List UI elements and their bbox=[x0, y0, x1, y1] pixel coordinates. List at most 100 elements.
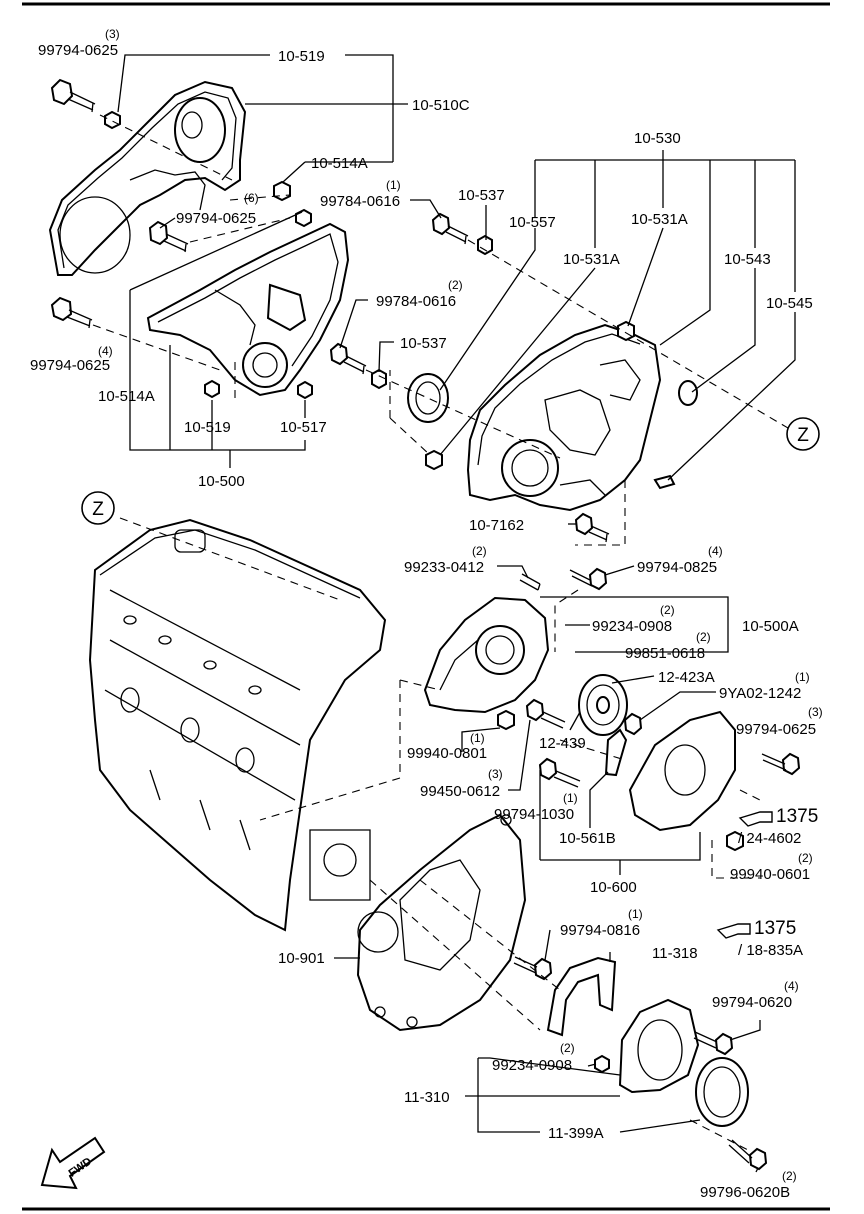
label-99784-0616-a: 99784-0616 bbox=[320, 193, 400, 210]
part-labels: (3) 99794-0625 10-519 10-510C 10-514A (6… bbox=[30, 27, 823, 1201]
label-99794-0620: 99794-0620 bbox=[712, 994, 792, 1011]
bolt-99796-0620B-drawing bbox=[728, 1139, 768, 1171]
bolts-99450-0612-drawing bbox=[525, 698, 566, 729]
label-99796-0620B: 99796-0620B bbox=[700, 1184, 790, 1201]
qty-99794-0620: (4) bbox=[784, 979, 799, 993]
qty-99794-0825: (4) bbox=[708, 544, 723, 558]
bolt-99784-0616-b-drawing bbox=[329, 342, 367, 375]
callout-circle-z-icon: Z bbox=[81, 491, 115, 525]
leader-lines bbox=[117, 54, 796, 1173]
label-11-318: 11-318 bbox=[652, 945, 698, 962]
engine-block-drawing bbox=[88, 518, 387, 932]
label-99794-1030: 99794-1030 bbox=[494, 806, 574, 823]
bolt-99794-0625-top-drawing bbox=[50, 78, 96, 113]
label-10-7162: 10-7162 bbox=[469, 517, 524, 534]
qty-99794-0625-lower: (4) bbox=[98, 344, 113, 358]
label-12-423A: 12-423A bbox=[658, 669, 715, 686]
bolt-99794-0625-right-drawing bbox=[761, 752, 801, 776]
qty-99851-0618: (2) bbox=[696, 630, 711, 644]
label-11-310: 11-310 bbox=[404, 1089, 450, 1106]
collar-10-519-top-drawing bbox=[104, 110, 121, 130]
label-10-543: 10-543 bbox=[724, 251, 771, 268]
label-99450-0612: 99450-0612 bbox=[420, 783, 500, 800]
bolt-10-7162-drawing bbox=[574, 512, 610, 543]
retainer-11-310-drawing bbox=[618, 998, 700, 1094]
label-10-514A-mid: 10-514A bbox=[98, 388, 155, 405]
qty-99450-0612: (3) bbox=[488, 767, 503, 781]
label-10-537-b: 10-537 bbox=[400, 335, 447, 352]
plug-10-537-b-drawing bbox=[371, 368, 387, 390]
pin-99234-0908-b-drawing bbox=[594, 1054, 610, 1074]
label-99234-0908-a: 99234-0908 bbox=[592, 618, 672, 635]
label-99233-0412: 99233-0412 bbox=[404, 559, 484, 576]
label-99794-0625-lower: 99794-0625 bbox=[30, 357, 110, 374]
label-9YA02-1242: 9YA02-1242 bbox=[719, 685, 801, 702]
qty-99784-0616-b: (2) bbox=[448, 278, 463, 292]
label-10-557: 10-557 bbox=[509, 214, 556, 231]
seal-10-557-drawing bbox=[407, 373, 449, 423]
pointing-hand-icon bbox=[738, 811, 773, 827]
ref-24-4602: / 24-4602 bbox=[738, 830, 801, 847]
oil-seal-11-318-drawing bbox=[546, 956, 617, 1037]
label-99234-0908-b: 99234-0908 bbox=[492, 1057, 572, 1074]
bolt-99794-0825-drawing bbox=[569, 567, 608, 591]
label-99851-0618: 99851-0618 bbox=[625, 645, 705, 662]
label-10-600: 10-600 bbox=[590, 879, 637, 896]
plug-10-531A-drawing bbox=[425, 320, 635, 471]
bolt-99794-0625-lower-drawing bbox=[50, 296, 93, 329]
label-99784-0616-b: 99784-0616 bbox=[376, 293, 456, 310]
label-11-399A: 11-399A bbox=[548, 1125, 604, 1142]
fwd-arrow-icon: FWD bbox=[40, 1136, 106, 1190]
qty-99233-0412: (2) bbox=[472, 544, 487, 558]
bolt-9YA02-1242-drawing bbox=[623, 712, 643, 736]
label-99794-0625-top: 99794-0625 bbox=[38, 42, 118, 59]
qty-99784-0616-a: (1) bbox=[386, 178, 401, 192]
ref-1375-a: 1375 bbox=[776, 806, 818, 827]
qty-99794-0625-right: (3) bbox=[808, 705, 823, 719]
qty-99794-0625-top: (3) bbox=[105, 27, 120, 41]
label-10-500: 10-500 bbox=[198, 473, 245, 490]
nut-99940-0801-drawing bbox=[497, 709, 515, 731]
qty-99234-0908-b: (2) bbox=[560, 1041, 575, 1055]
bolt-99794-0625-mid-drawing bbox=[148, 220, 189, 253]
plate-10-561B-drawing bbox=[604, 728, 628, 777]
bolt-99784-0616-a-drawing bbox=[431, 212, 469, 245]
label-10-531A-b: 10-531A bbox=[631, 211, 688, 228]
label-10-519-top: 10-519 bbox=[278, 48, 325, 65]
bolt-99794-0816-drawing bbox=[513, 956, 553, 981]
qty-10-514A-top: (6) bbox=[244, 191, 259, 205]
ref-18-835A: / 18-835A bbox=[738, 942, 803, 959]
oring-10-543-drawing bbox=[678, 380, 698, 406]
label-10-530: 10-530 bbox=[634, 130, 681, 147]
qty-99940-0601: (2) bbox=[798, 851, 813, 865]
label-10-500A: 10-500A bbox=[742, 618, 799, 635]
bolt-99794-1030-drawing bbox=[538, 757, 581, 788]
marker-z-top: Z bbox=[797, 425, 809, 446]
qty-99794-0816: (1) bbox=[628, 907, 643, 921]
ref-1375-b: 1375 bbox=[754, 918, 796, 939]
label-10-901: 10-901 bbox=[278, 950, 325, 967]
label-10-545: 10-545 bbox=[766, 295, 813, 312]
oil-pump-10-500A-drawing bbox=[423, 596, 550, 714]
qty-99796-0620B: (2) bbox=[782, 1169, 797, 1183]
end-plate-10-901-drawing bbox=[356, 813, 527, 1032]
front-cover-10-530-drawing bbox=[466, 323, 662, 512]
label-99940-0601: 99940-0601 bbox=[730, 866, 810, 883]
label-99794-0825: 99794-0825 bbox=[637, 559, 717, 576]
pointing-hand-icon bbox=[716, 923, 751, 939]
marker-z-left: Z bbox=[92, 499, 104, 520]
nut-99940-0601-drawing bbox=[726, 830, 744, 852]
label-99940-0801: 99940-0801 bbox=[407, 745, 487, 762]
gasket-plate-10-514A-drawing bbox=[146, 222, 350, 397]
label-12-439: 12-439 bbox=[539, 735, 586, 752]
plug-10-537-a-drawing bbox=[477, 234, 493, 256]
qty-99940-0801: (1) bbox=[470, 731, 485, 745]
label-99794-0625-mid: 99794-0625 bbox=[176, 210, 256, 227]
upper-timing-cover-drawing bbox=[48, 80, 247, 276]
gear-12-423A-drawing bbox=[578, 674, 628, 736]
qty-99234-0908-a: (2) bbox=[660, 603, 675, 617]
qty-9YA02-1242: (1) bbox=[795, 670, 810, 684]
label-10-531A-a: 10-531A bbox=[563, 251, 620, 268]
bolt-99794-0620-drawing bbox=[693, 1031, 734, 1056]
